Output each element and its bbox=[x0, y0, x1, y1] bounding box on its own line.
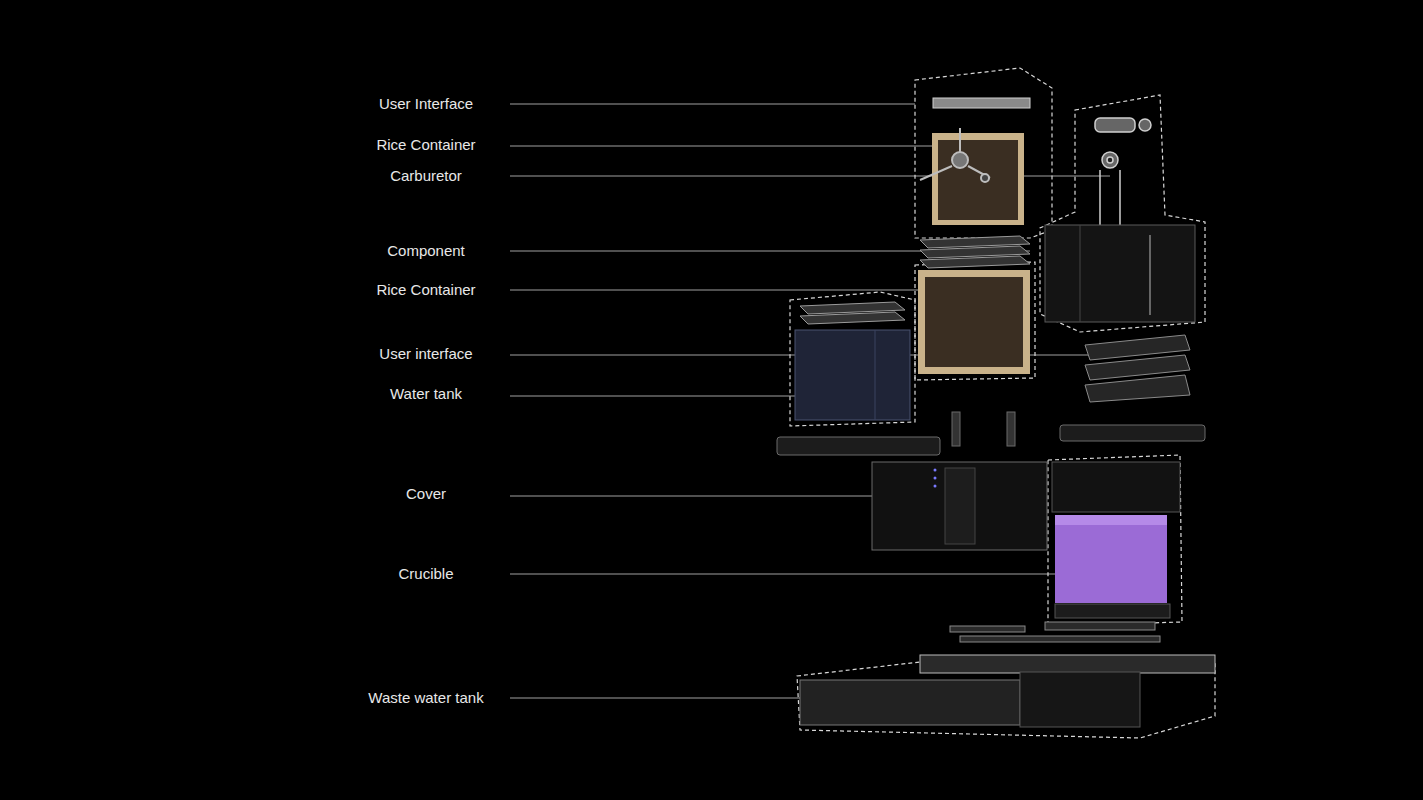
mechanism bbox=[1099, 170, 1101, 230]
mechanism bbox=[1102, 152, 1118, 168]
cover bbox=[934, 469, 937, 472]
user-interface-panel bbox=[933, 98, 1030, 108]
group-outlines bbox=[1040, 95, 1205, 332]
carburetor bbox=[920, 166, 952, 180]
waste-water-tank bbox=[800, 680, 1020, 725]
rice-container bbox=[932, 133, 1024, 225]
part-label: Component bbox=[387, 242, 465, 260]
leader-lines bbox=[510, 496, 872, 497]
mechanism bbox=[1107, 157, 1113, 163]
group-outlines bbox=[790, 68, 1215, 738]
user-interface-plates bbox=[1085, 375, 1190, 402]
base-plates bbox=[1007, 412, 1015, 446]
waste-water-tank bbox=[920, 655, 1215, 673]
cover bbox=[872, 462, 1047, 550]
user-interface-plates bbox=[1085, 335, 1190, 402]
mechanism bbox=[1095, 118, 1135, 132]
cover bbox=[945, 468, 975, 544]
group-outlines bbox=[1048, 455, 1182, 626]
cover bbox=[934, 485, 937, 488]
water-tank-lid bbox=[800, 312, 905, 324]
leader-lines bbox=[510, 396, 795, 397]
leader-lines bbox=[510, 104, 1110, 698]
bottom-plates bbox=[960, 636, 1160, 642]
bottom-plates bbox=[1045, 622, 1155, 630]
part-label: Crucible bbox=[398, 565, 453, 583]
mechanism bbox=[1139, 119, 1151, 131]
leader-lines bbox=[510, 290, 918, 291]
bottom-plates bbox=[950, 622, 1160, 642]
leader-lines bbox=[510, 146, 932, 147]
part-label: User Interface bbox=[379, 95, 473, 113]
user-interface-panel bbox=[933, 98, 1030, 108]
group-outlines bbox=[915, 262, 1035, 380]
base-plates bbox=[777, 437, 940, 455]
transparent-tank bbox=[1149, 235, 1151, 315]
cover bbox=[872, 462, 1047, 550]
carburetor bbox=[959, 128, 961, 152]
waste-water-tank bbox=[1020, 672, 1140, 727]
part-label: Water tank bbox=[390, 385, 462, 403]
component-plates bbox=[920, 236, 1030, 268]
water-tank bbox=[795, 330, 910, 420]
water-tank bbox=[795, 330, 910, 420]
rice-container bbox=[918, 270, 1030, 374]
leader-lines bbox=[510, 698, 800, 699]
carburetor bbox=[920, 128, 990, 182]
transparent-tank bbox=[1045, 225, 1195, 322]
waste-water-tank bbox=[800, 655, 1215, 727]
base-plates bbox=[1060, 425, 1205, 441]
rice-container bbox=[925, 277, 1023, 367]
part-label: Rice Container bbox=[376, 136, 475, 154]
base-plates bbox=[952, 412, 960, 446]
base-plates bbox=[777, 412, 1205, 455]
crucible bbox=[1055, 515, 1167, 525]
part-label: User interface bbox=[379, 345, 472, 363]
water-tank bbox=[875, 330, 876, 420]
carburetor bbox=[981, 174, 989, 182]
crucible bbox=[1052, 462, 1180, 618]
part-label: Waste water tank bbox=[368, 689, 483, 707]
part-label: Carburetor bbox=[390, 167, 462, 185]
crucible bbox=[1055, 515, 1167, 603]
cover bbox=[934, 477, 937, 480]
mechanism bbox=[1119, 170, 1121, 230]
rice-container bbox=[938, 140, 1018, 220]
transparent-tank bbox=[1045, 225, 1195, 322]
rice-container bbox=[918, 270, 1030, 374]
rice-container bbox=[932, 133, 1024, 225]
carburetor bbox=[952, 152, 968, 168]
crucible bbox=[1055, 604, 1170, 618]
group-outlines bbox=[790, 292, 915, 426]
transparent-tank bbox=[1080, 225, 1081, 322]
part-label: Cover bbox=[406, 485, 446, 503]
crucible bbox=[1052, 462, 1180, 512]
part-label: Rice Container bbox=[376, 281, 475, 299]
mechanism bbox=[1095, 118, 1151, 230]
leader-lines bbox=[510, 104, 915, 105]
water-tank-lid bbox=[800, 302, 905, 324]
bottom-plates bbox=[950, 626, 1025, 632]
group-outlines bbox=[915, 68, 1052, 238]
component-plates bbox=[920, 256, 1030, 268]
leader-lines bbox=[510, 574, 1055, 575]
